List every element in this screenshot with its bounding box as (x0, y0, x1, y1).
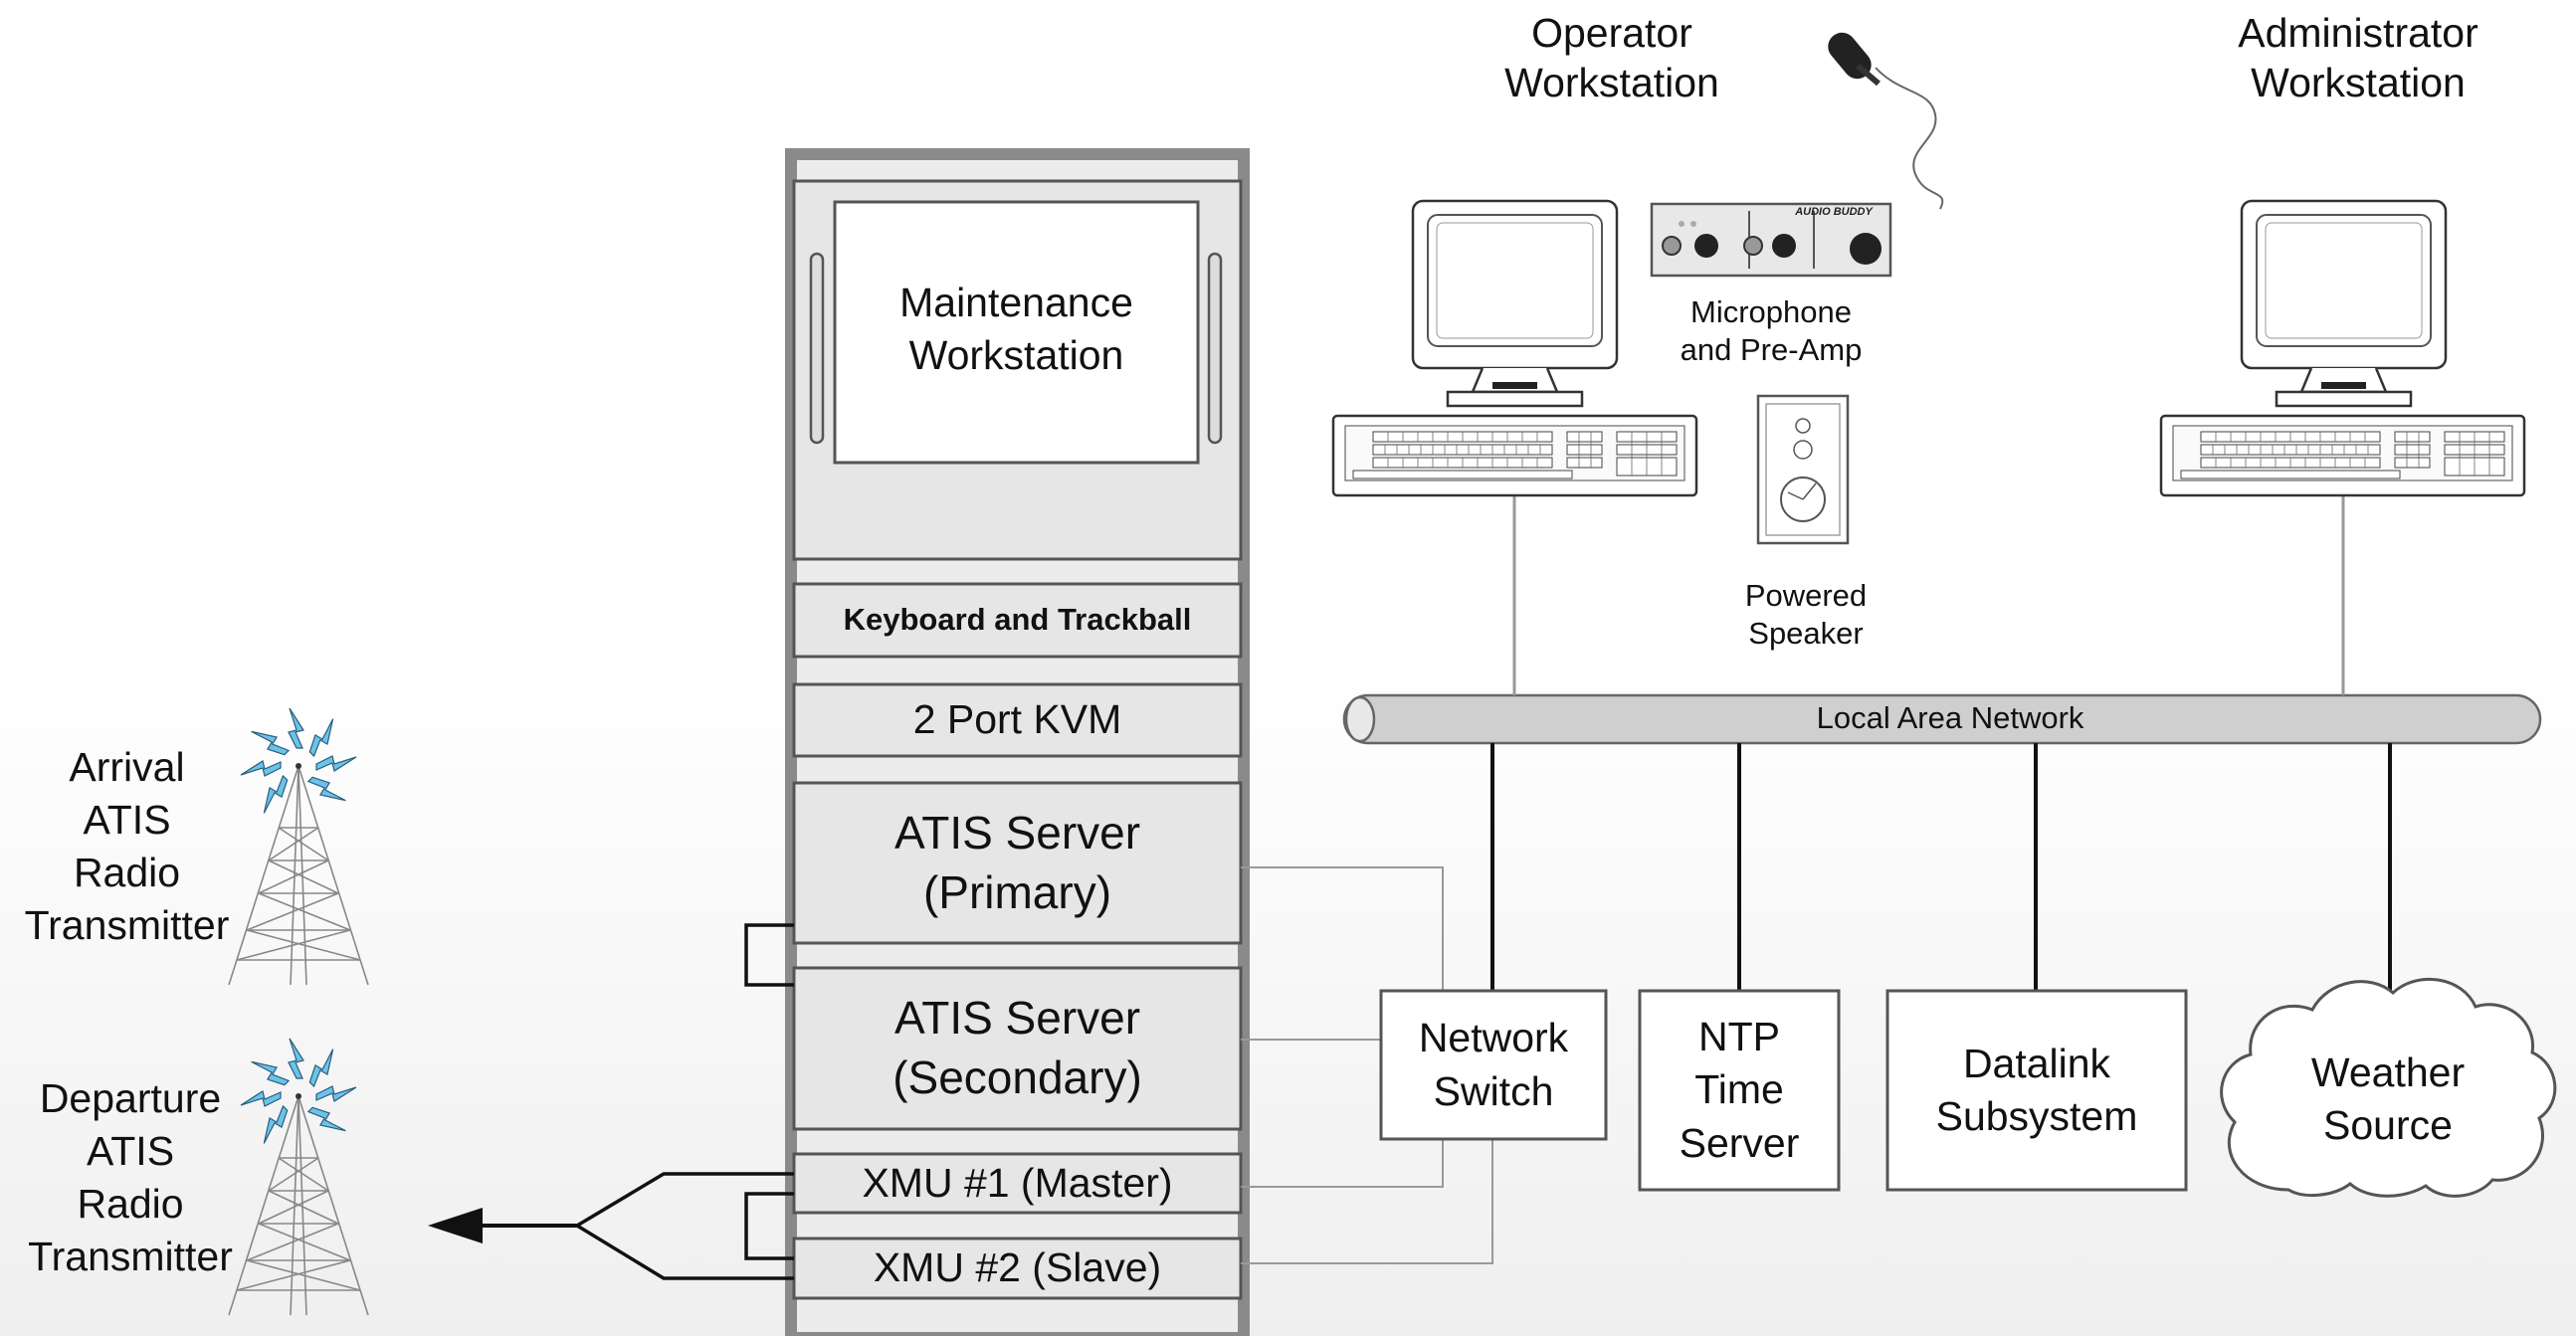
datalink-box (1885, 989, 2188, 1192)
admin-monitor (2240, 199, 2448, 408)
operator-workstation-label: Operator Workstation (1504, 10, 1719, 106)
network-switch-box (1379, 989, 1608, 1141)
microphone-preamp-label: Microphone and Pre-Amp (1680, 294, 1863, 367)
atis-server-secondary-label: ATIS Server (Secondary) (892, 992, 1142, 1103)
audio-buddy-logo: AUDIO BUDDY (1794, 206, 1874, 218)
xmu2-unit (792, 1237, 1243, 1300)
lan-cable (1342, 693, 2542, 745)
operator-monitor (1411, 199, 1619, 408)
keyboard-trackball-unit (792, 582, 1243, 659)
atis-server-primary-unit (792, 781, 1243, 945)
speaker-device (1756, 394, 1850, 545)
microphone-icon (1828, 32, 1944, 210)
departure-transmitter-label: Departure ATIS Radio Transmitter (28, 1075, 233, 1279)
lan-label: Local Area Network (1816, 700, 2084, 735)
datalink-subsystem-label: Datalink Subsystem (1935, 1040, 2138, 1139)
weather-cloud (2220, 977, 2557, 1198)
powered-speaker-label: Powered Speaker (1744, 578, 1868, 651)
kvm-label: 2 Port KVM (912, 696, 1122, 743)
kvm-unit (792, 682, 1243, 758)
ntp-server-box (1638, 989, 1841, 1192)
xmu1-unit (792, 1152, 1243, 1215)
weather-source-label: Weather Source (2310, 1049, 2466, 1148)
preamp-device (1650, 202, 1892, 278)
xmu2-label: XMU #2 (Slave) (873, 1244, 1162, 1291)
xmu1-label: XMU #1 (Master) (862, 1159, 1173, 1206)
maintenance-workstation-label: Maintenance Workstation (899, 280, 1133, 379)
operator-keyboard (1331, 414, 1698, 497)
atis-server-primary-label: ATIS Server (Primary) (893, 806, 1141, 918)
arrival-transmitter-label: Arrival ATIS Radio Transmitter (24, 744, 230, 948)
atis-server-secondary-unit (792, 966, 1243, 1131)
keyboard-trackball-label: Keyboard and Trackball (843, 602, 1192, 638)
admin-keyboard (2159, 414, 2526, 497)
ntp-time-server-label: NTP Time Server (1679, 1014, 1800, 1166)
network-switch-label: Network Switch (1418, 1015, 1569, 1114)
administrator-workstation-label: Administrator Workstation (2238, 10, 2478, 106)
